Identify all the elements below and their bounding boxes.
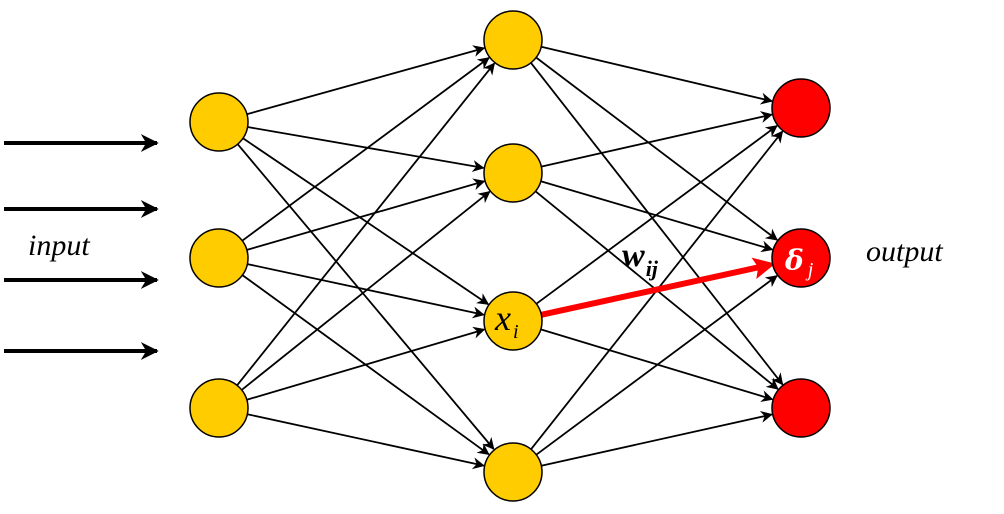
connection-edge bbox=[236, 62, 496, 386]
weight-label: wij bbox=[622, 237, 659, 281]
input-layer-neuron bbox=[189, 378, 249, 438]
connection-edge bbox=[242, 137, 490, 305]
neuron-nodes bbox=[189, 10, 831, 502]
hidden-layer-neuron bbox=[483, 442, 543, 502]
connection-edge bbox=[535, 275, 778, 456]
connection-edge bbox=[540, 45, 773, 105]
output-layer-neuron bbox=[771, 78, 831, 138]
connection-edge bbox=[247, 126, 485, 172]
connection-edge bbox=[246, 178, 486, 251]
output-symbol: δ bbox=[784, 244, 804, 277]
connection-edges bbox=[236, 45, 784, 470]
input-layer-neuron bbox=[189, 92, 249, 152]
input-arrows bbox=[4, 134, 159, 360]
connection-edge bbox=[535, 125, 778, 305]
node-subscript: i bbox=[513, 321, 519, 343]
output-layer-neuron bbox=[771, 378, 831, 438]
connection-edge bbox=[530, 62, 784, 386]
connection-edge bbox=[247, 413, 485, 470]
output-subscript: j bbox=[805, 259, 814, 281]
connection-edge bbox=[535, 56, 779, 241]
weight-symbol: w bbox=[622, 237, 645, 274]
weight-subscript: ij bbox=[646, 256, 659, 281]
hidden-layer-neuron bbox=[483, 10, 543, 70]
connection-edge bbox=[246, 45, 486, 116]
hidden-layer-neuron bbox=[483, 291, 543, 351]
input-layer-neuron bbox=[189, 228, 249, 288]
output-label: output bbox=[866, 235, 943, 268]
connection-edge bbox=[241, 57, 490, 242]
highlighted-connection bbox=[540, 257, 776, 318]
input-label: input bbox=[28, 229, 90, 262]
connection-edge bbox=[541, 111, 773, 168]
highlighted-weight-edge bbox=[540, 257, 776, 318]
connection-edge bbox=[541, 410, 773, 467]
output-layer-neuron bbox=[771, 228, 831, 288]
connection-edge bbox=[246, 326, 486, 401]
connection-edge bbox=[237, 143, 495, 450]
node-symbol: x bbox=[494, 298, 511, 338]
hidden-layer-neuron bbox=[483, 143, 543, 203]
connection-edge bbox=[247, 263, 485, 319]
connection-edge bbox=[241, 190, 491, 391]
